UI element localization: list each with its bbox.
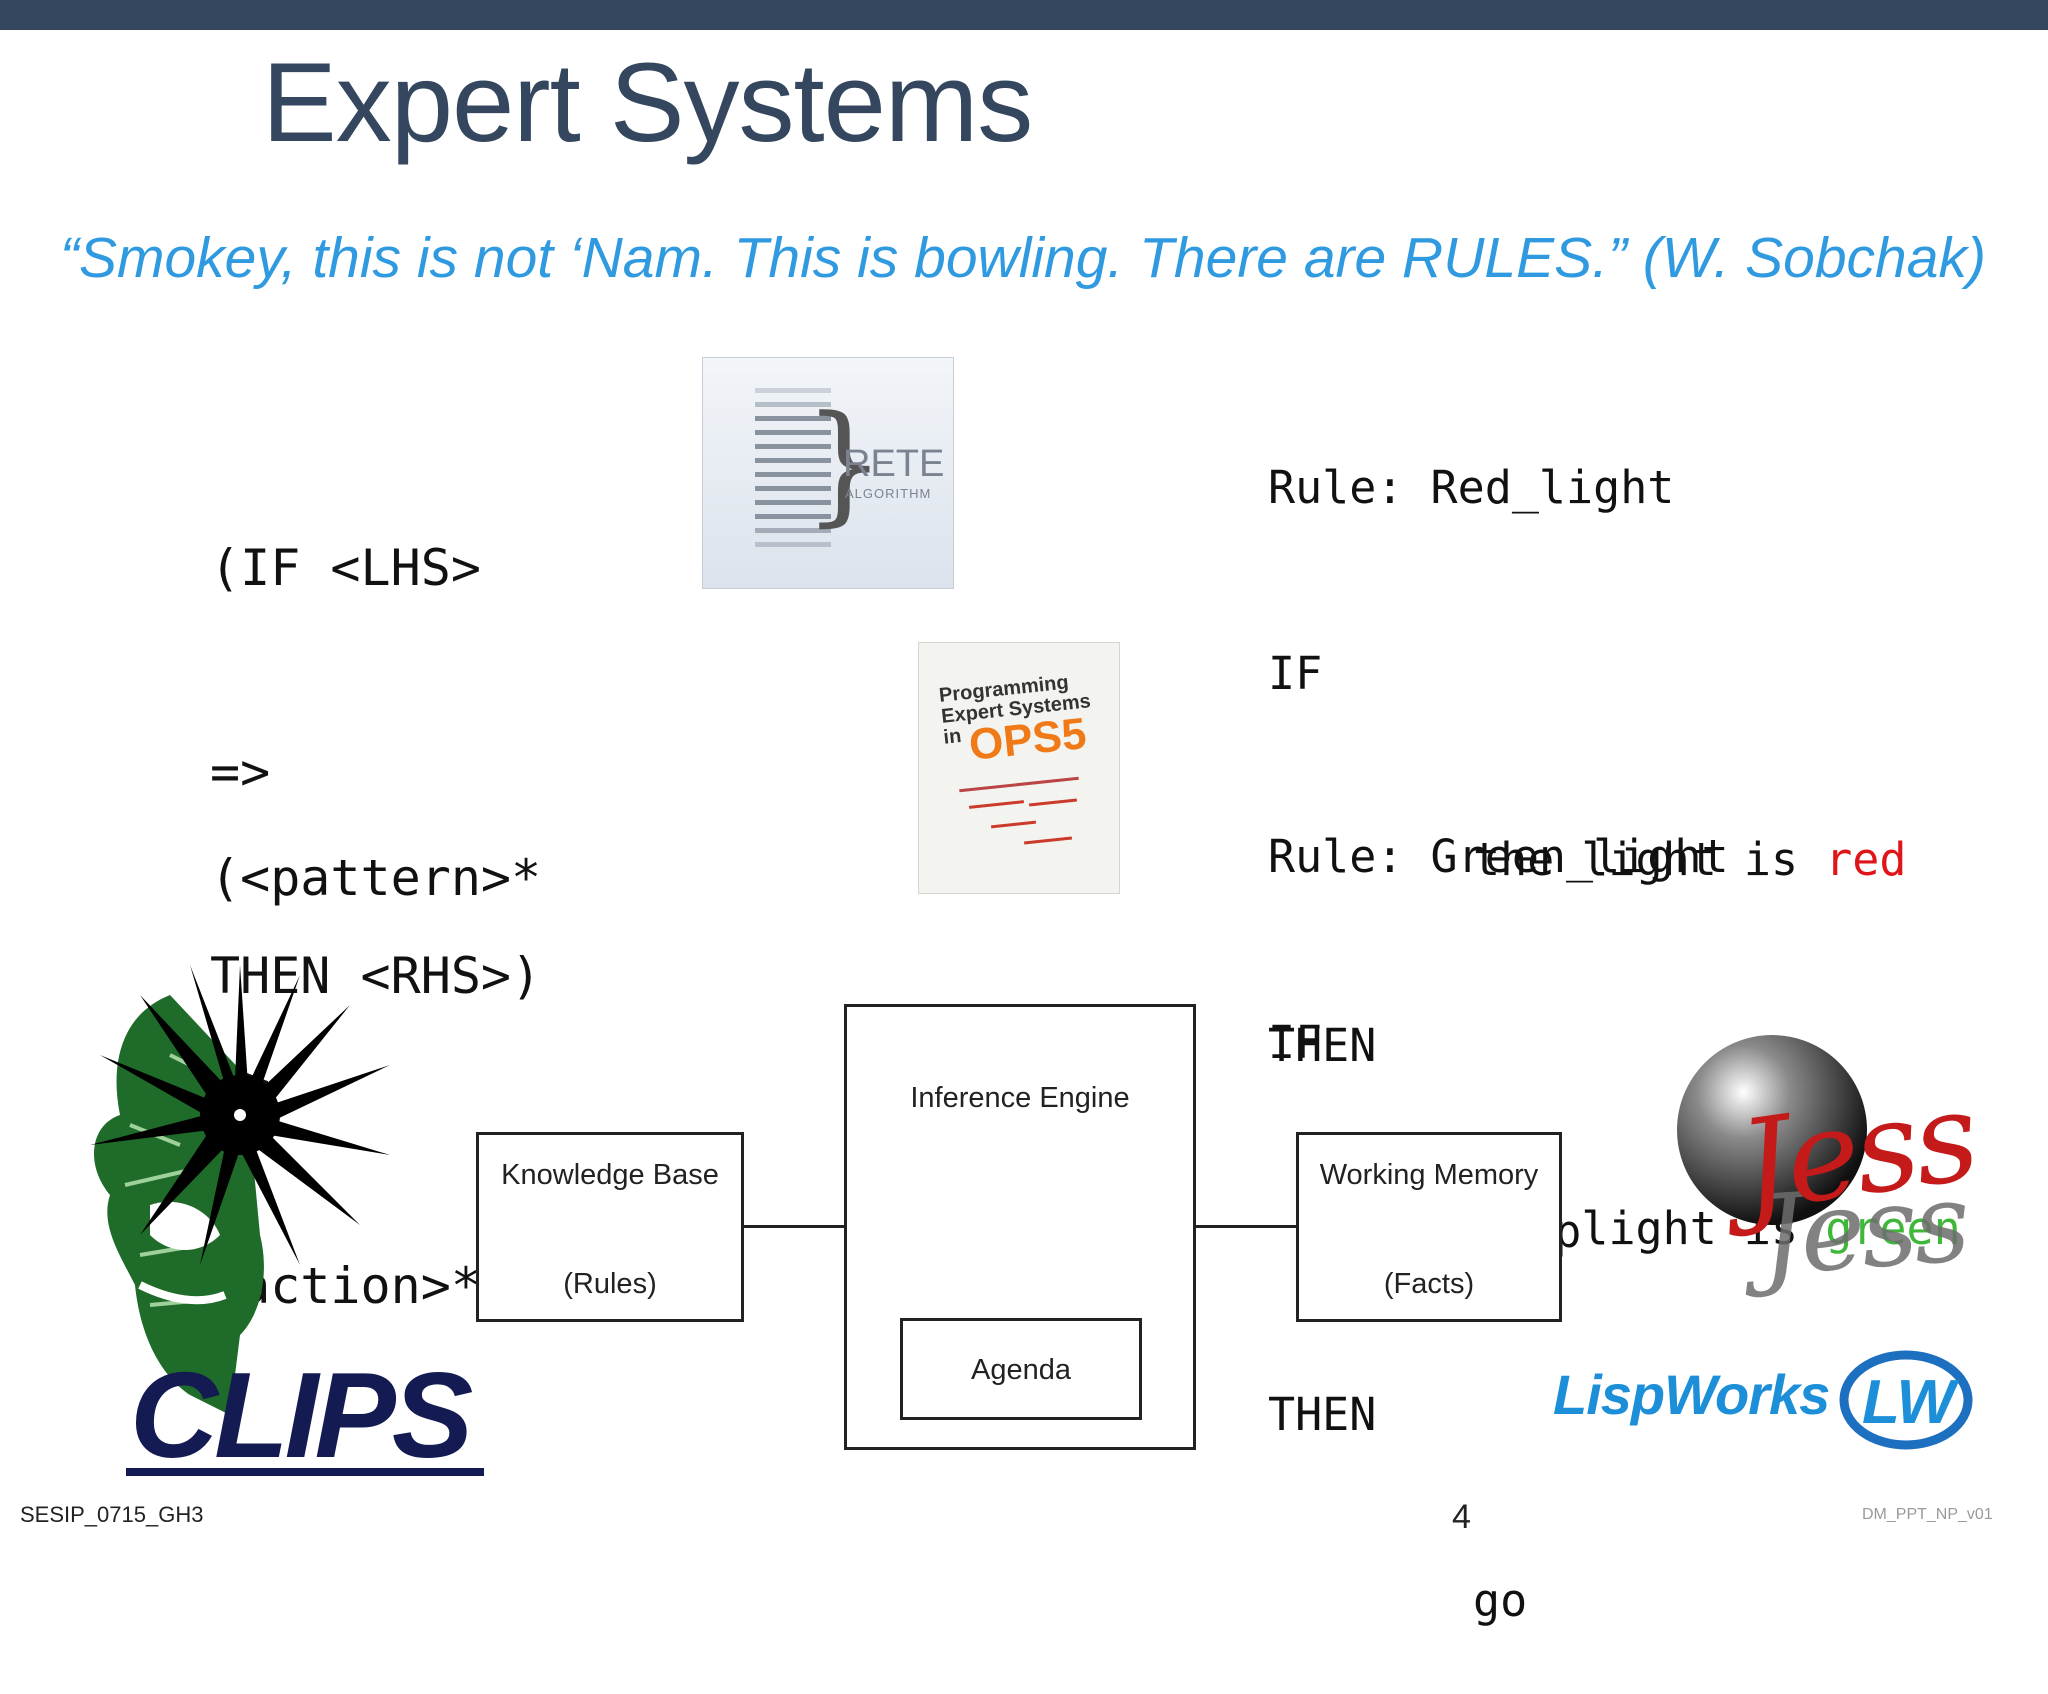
condition-color-word: green — [1825, 1202, 1961, 1255]
rule-if: IF — [1268, 647, 1323, 700]
rete-line — [755, 486, 831, 491]
syntax-line: (<pattern>* — [210, 849, 542, 907]
rete-brace-icon: } — [803, 387, 886, 539]
slide-quote: “Smokey, this is not ‘Nam. This is bowli… — [60, 226, 1986, 290]
rete-line — [755, 514, 831, 519]
rete-line — [755, 528, 831, 533]
rete-line — [755, 472, 831, 477]
engine-to-memory-connector — [1196, 1225, 1296, 1228]
syntax-line: => — [210, 743, 271, 801]
ops5-subtitle-line — [959, 776, 1079, 793]
action-text: go — [1473, 1574, 1528, 1627]
rete-subtitle: ALGORITHM — [845, 486, 932, 501]
working-memory-label: Working Memory — [1319, 1159, 1539, 1191]
knowledge-base-box: Knowledge Base (Rules) — [476, 1132, 744, 1322]
rete-word: RETE — [843, 443, 945, 485]
lw-logo-text: LW — [1862, 1368, 1959, 1437]
rete-line — [755, 458, 831, 463]
clips-logo-underline — [126, 1468, 484, 1476]
rete-line — [755, 542, 831, 547]
knowledge-base-sub: (Rules) — [563, 1268, 657, 1300]
slide-title: Expert Systems — [262, 40, 1033, 165]
clips-head-graphic — [90, 965, 390, 1415]
inference-engine-label: Inference Engine — [910, 1082, 1130, 1114]
footer-right: DM_PPT_NP_v01 — [1862, 1506, 1993, 1523]
condition-color-word: red — [1825, 833, 1907, 886]
rule-then: THEN — [1268, 1019, 1377, 1072]
rete-line — [755, 388, 831, 393]
rete-line — [755, 402, 831, 407]
lispworks-logo-text: LispWorks — [1553, 1363, 1830, 1426]
syntax-block-1: (IF <LHS> => THEN <RHS>) — [210, 398, 541, 1078]
agenda-label: Agenda — [971, 1354, 1071, 1386]
ops5-author-line — [1023, 836, 1073, 845]
working-memory-box: Working Memory (Facts) — [1296, 1132, 1562, 1322]
knowledge-base-label: Knowledge Base — [501, 1159, 719, 1191]
inference-engine-box: Inference Engine Agenda — [844, 1004, 1196, 1450]
rete-line — [755, 416, 831, 421]
ops5-author-line — [1028, 798, 1078, 807]
condition-text: the light is — [1473, 833, 1826, 886]
jess-sphere-icon — [1677, 1035, 1867, 1225]
kb-to-engine-connector — [744, 1225, 844, 1228]
lw-swoosh-icon: LW — [1839, 1350, 1973, 1450]
rule-if: IF — [1268, 1016, 1323, 1069]
rule-then: THEN — [1268, 1388, 1377, 1441]
rete-line — [755, 430, 831, 435]
working-memory-sub: (Facts) — [1383, 1268, 1475, 1300]
rule-action: go — [1268, 1570, 1961, 1632]
rule-header: Rule: Green_light — [1268, 830, 1729, 883]
ops5-book-big-title: OPS5 — [966, 709, 1089, 771]
rete-line — [755, 500, 831, 505]
ops5-book-cover: Programming Expert Systems in OPS5 — [918, 642, 1120, 894]
footer-left: SESIP_0715_GH3 — [20, 1502, 204, 1527]
ops5-author-line — [990, 820, 1037, 829]
rule-condition: the light is red — [1268, 829, 1906, 891]
rule-header: Rule: Red_light — [1268, 461, 1675, 514]
syntax-line: THEN <RHS>) — [210, 947, 542, 1005]
agenda-box: Agenda — [900, 1318, 1142, 1420]
clips-logo-text: CLIPS — [130, 1347, 473, 1483]
page-number: 4 — [1452, 1498, 1471, 1536]
rete-line — [755, 444, 831, 449]
syntax-line: (IF <LHS> — [210, 539, 481, 597]
top-bar — [0, 0, 2048, 30]
rete-algorithm-image: } RETE ALGORITHM — [702, 357, 954, 589]
ops5-author-line — [968, 800, 1025, 809]
starburst-icon — [90, 965, 390, 1265]
